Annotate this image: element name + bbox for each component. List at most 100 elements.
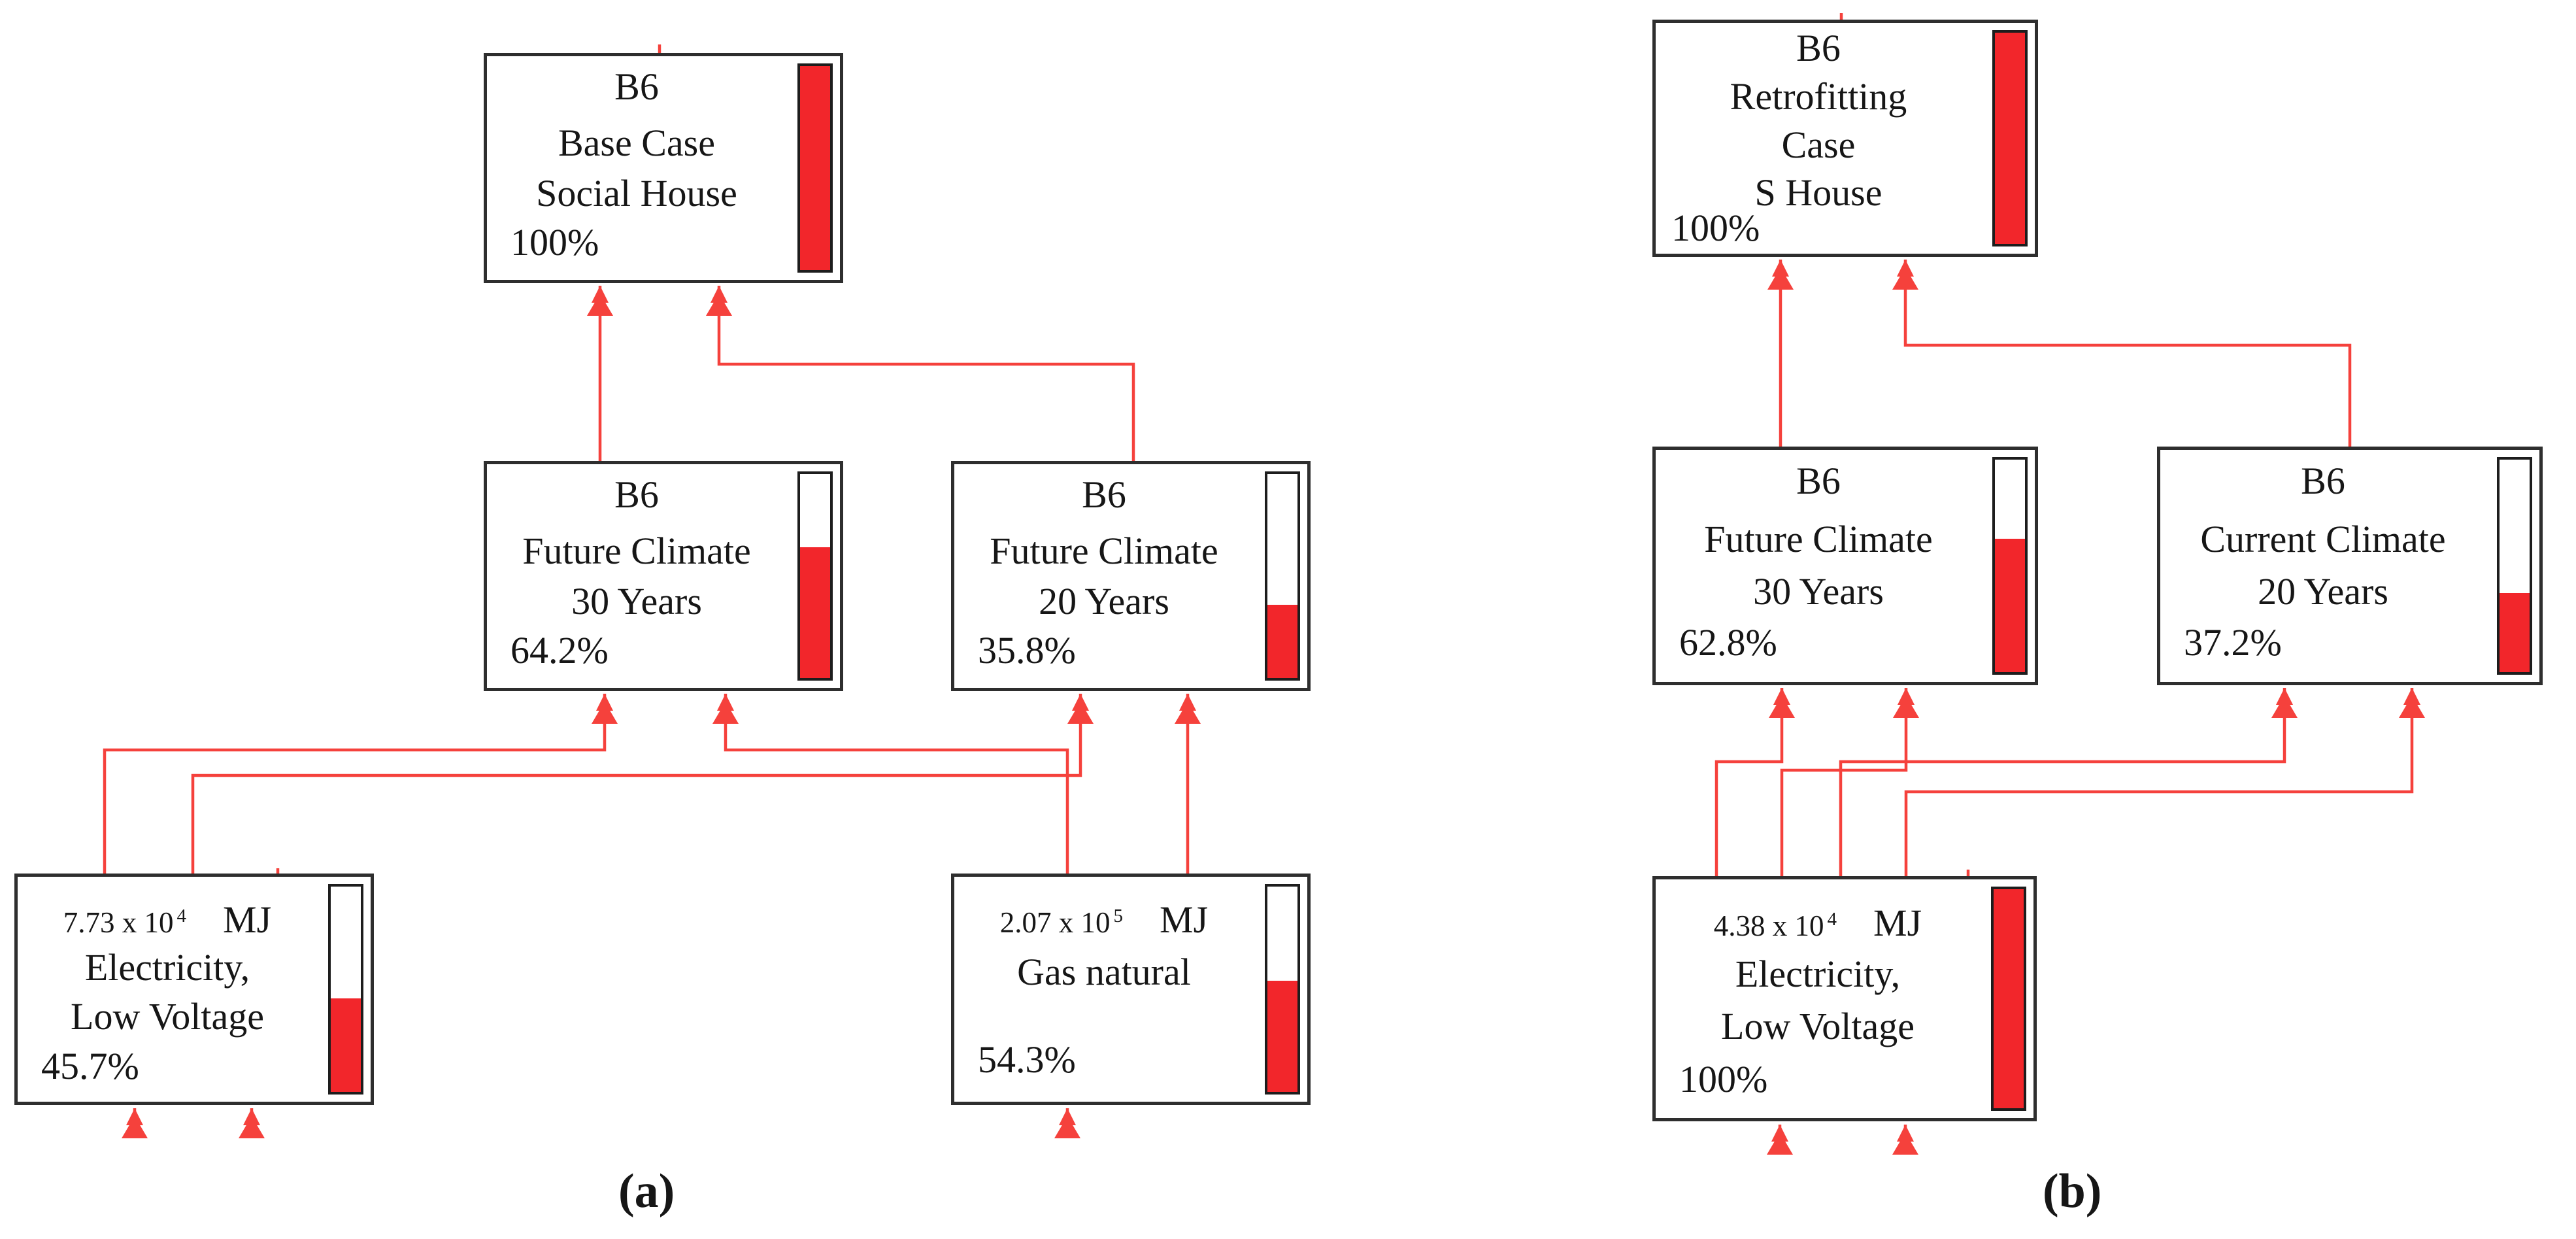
node-percent: 54.3% bbox=[978, 1038, 1076, 1081]
contribution-bar bbox=[1991, 887, 2026, 1111]
node-title-line: Social House bbox=[536, 171, 737, 214]
amount-value: 7.73 x 10 bbox=[63, 906, 174, 939]
node-title-line: S House bbox=[1754, 171, 1882, 214]
node-future-climate-20-years-a: B6 Future Climate 20 Years 35.8% bbox=[951, 461, 1311, 691]
node-title-line: Future Climate bbox=[990, 529, 1218, 572]
node-title-line: Gas natural bbox=[1017, 950, 1191, 993]
amount-exponent: 5 bbox=[1113, 905, 1124, 926]
arrowhead-up-icon bbox=[1175, 694, 1201, 724]
edge-line bbox=[1715, 688, 1784, 877]
node-percent: 100% bbox=[1679, 1057, 1768, 1100]
node-stage-label: B6 bbox=[614, 473, 659, 517]
node-title-line: Low Voltage bbox=[1721, 1005, 1915, 1048]
node-future-climate-30-years-b: B6 Future Climate 30 Years 62.8% bbox=[1652, 447, 2038, 685]
contribution-bar-fill bbox=[800, 547, 830, 678]
contribution-bar bbox=[328, 884, 363, 1095]
contribution-bar-fill bbox=[1995, 33, 2025, 244]
arrowhead-up-icon bbox=[2399, 688, 2425, 718]
node-current-climate-20-years-b: B6 Current Climate 20 Years 37.2% bbox=[2157, 447, 2543, 685]
contribution-bar-fill bbox=[1994, 889, 2024, 1108]
contribution-bar bbox=[797, 63, 833, 273]
amount-value: 2.07 x 10 bbox=[999, 906, 1111, 939]
contribution-bar bbox=[797, 471, 833, 681]
amount-exponent: 4 bbox=[176, 905, 187, 926]
node-stage-label: B6 bbox=[1796, 459, 1841, 502]
node-percent: 45.7% bbox=[41, 1045, 139, 1087]
node-title-line: Case bbox=[1781, 124, 1856, 167]
contribution-bar-fill bbox=[1995, 538, 2025, 672]
arrowhead-up-icon bbox=[1767, 1125, 1793, 1155]
node-percent: 35.8% bbox=[978, 629, 1076, 672]
node-title-line: 30 Years bbox=[1753, 569, 1884, 613]
node-percent: 37.2% bbox=[2184, 620, 2282, 664]
panel-b-label: (b) bbox=[2043, 1164, 2102, 1218]
node-future-climate-30-years-a: B6 Future Climate 30 Years 64.2% bbox=[484, 461, 843, 691]
arrowhead-up-icon bbox=[122, 1108, 148, 1138]
arrowhead-up-icon bbox=[1893, 688, 1919, 718]
panel-a-label: (a) bbox=[618, 1164, 675, 1218]
node-title-line: 20 Years bbox=[1039, 579, 1169, 622]
node-stage-label: B6 bbox=[614, 65, 659, 109]
amount-exponent: 4 bbox=[1827, 909, 1837, 930]
contribution-bar bbox=[2497, 457, 2532, 675]
contribution-bar-fill bbox=[1267, 980, 1297, 1092]
node-title-line: Base Case bbox=[558, 121, 715, 164]
edge-line bbox=[717, 286, 1135, 462]
node-title-line: Current Climate bbox=[2200, 517, 2446, 560]
node-percent: 100% bbox=[510, 221, 599, 264]
arrowhead-up-icon bbox=[1769, 688, 1795, 718]
node-stage-label: B6 bbox=[1082, 473, 1126, 517]
node-percent: 100% bbox=[1671, 207, 1760, 250]
arrowhead-up-icon bbox=[1892, 1125, 1918, 1155]
node-title-line: Electricity, bbox=[84, 945, 250, 989]
arrowhead-up-icon bbox=[712, 694, 739, 724]
edge-line bbox=[724, 694, 1069, 874]
arrowhead-up-icon bbox=[592, 694, 618, 724]
edge-line bbox=[1904, 688, 2414, 877]
node-title-line: Retrofitting bbox=[1730, 75, 1907, 118]
edge-line bbox=[103, 694, 607, 874]
contribution-bar-fill bbox=[800, 66, 830, 270]
contribution-bar-fill bbox=[331, 998, 361, 1092]
contribution-bar bbox=[1265, 471, 1300, 681]
node-title-line: Future Climate bbox=[1704, 517, 1933, 560]
amount-unit: MJ bbox=[1160, 898, 1209, 941]
node-retrofitting-case-s-house: B6 Retrofitting Case S House 100% bbox=[1652, 20, 2038, 257]
arrowhead-up-icon bbox=[1892, 260, 1918, 290]
contribution-bar bbox=[1265, 884, 1300, 1095]
node-percent: 62.8% bbox=[1679, 620, 1777, 664]
contribution-bar-fill bbox=[1267, 605, 1297, 678]
arrowhead-up-icon bbox=[587, 286, 613, 316]
node-title-line: Low Voltage bbox=[71, 995, 264, 1038]
arrowhead-up-icon bbox=[706, 286, 732, 316]
edge-line bbox=[1839, 688, 2286, 877]
node-title-line: 20 Years bbox=[2258, 569, 2388, 613]
arrowhead-up-icon bbox=[1767, 260, 1794, 290]
arrowhead-up-icon bbox=[239, 1108, 265, 1138]
arrowhead-up-icon bbox=[1054, 1108, 1080, 1138]
node-title-line: Future Climate bbox=[522, 529, 751, 572]
node-base-case-social-house: B6 Base Case Social House 100% bbox=[484, 53, 843, 283]
node-title-line: Electricity, bbox=[1735, 953, 1901, 996]
edge-line bbox=[1903, 260, 2352, 447]
amount-unit: MJ bbox=[223, 898, 272, 941]
contribution-bar bbox=[1992, 30, 2028, 246]
node-stage-label: B6 bbox=[2301, 459, 2345, 502]
edge-line bbox=[191, 694, 1082, 874]
arrowhead-up-icon bbox=[2271, 688, 2298, 718]
contribution-bar bbox=[1992, 457, 2028, 675]
node-title-line: 30 Years bbox=[571, 579, 702, 622]
node-stage-label: B6 bbox=[1796, 27, 1841, 70]
contribution-bar-fill bbox=[2500, 593, 2530, 672]
amount-unit: MJ bbox=[1873, 902, 1922, 945]
node-percent: 64.2% bbox=[510, 629, 609, 672]
amount-value: 4.38 x 10 bbox=[1713, 909, 1824, 943]
